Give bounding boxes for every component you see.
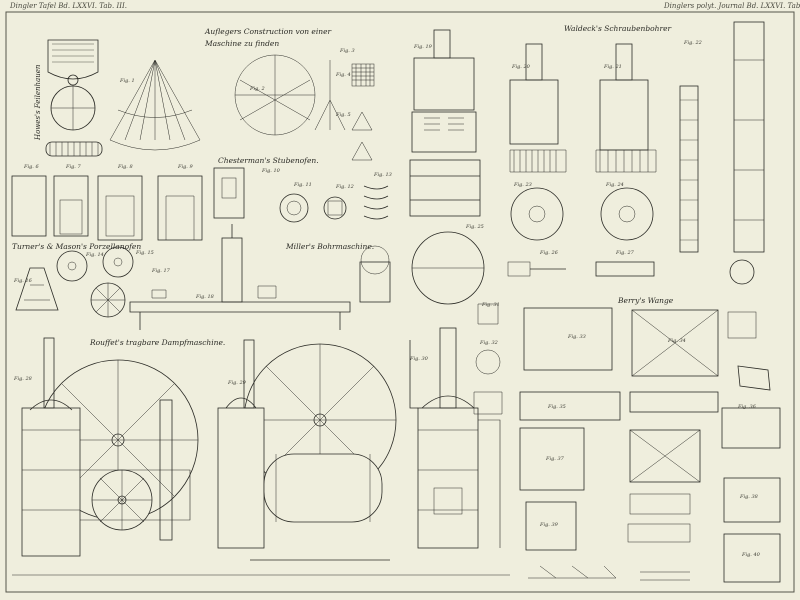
figure-label: Fig. 15 [136, 250, 154, 256]
figure-label: Fig. 23 [514, 182, 532, 188]
figure-label: Fig. 30 [410, 356, 428, 362]
rouffet-figures [21, 303, 503, 561]
figure-label: Fig. 10 [262, 168, 280, 174]
turner-figures [15, 246, 134, 318]
figure-label: Fig. 7 [66, 164, 81, 170]
figure-label: Fig. 40 [742, 552, 760, 558]
caption-chesterman: Chesterman's Stubenofen. [218, 156, 319, 165]
figure-label: Fig. 28 [14, 376, 32, 382]
plate-border [5, 11, 795, 593]
figure-label: Fig. 3 [340, 48, 355, 54]
figure-label: Fig. 26 [540, 250, 558, 256]
caption-auflegers: Auflegers Construction von einer Maschin… [205, 27, 332, 48]
figure-label: Fig. 35 [548, 404, 566, 410]
caption-waldeck: Waldeck's Schraubenbohrer [564, 24, 672, 33]
figure-label: Fig. 11 [294, 182, 312, 188]
caption-berry: Berry's Wange [618, 296, 674, 305]
figure-label: Fig. 13 [374, 172, 392, 178]
figure-label: Fig. 18 [196, 294, 214, 300]
caption-rouffet: Rouffet's tragbare Dampfmaschine. [90, 338, 226, 347]
figure-label: Fig. 33 [568, 334, 586, 340]
figure-label: Fig. 31 [482, 302, 500, 308]
howes-figures [45, 39, 103, 157]
caption-turner: Turner's & Mason's Porzellanofen [12, 242, 142, 251]
figure-label: Fig. 1 [120, 78, 135, 84]
figure-label: Fig. 14 [86, 252, 104, 258]
figure-label: Fig. 17 [152, 268, 170, 274]
figure-label: Fig. 21 [604, 64, 622, 70]
auflegers-figures [109, 54, 375, 161]
plate-header-left: Dingler Tafel Bd. LXXVI. Tab. III. [10, 2, 128, 10]
figure-label: Fig. 16 [14, 278, 32, 284]
figure-label: Fig. 38 [740, 494, 758, 500]
figure-label: Fig. 32 [480, 340, 498, 346]
figure-label: Fig. 24 [606, 182, 624, 188]
figure-label: Fig. 37 [546, 456, 564, 462]
figure-label: Fig. 25 [466, 224, 484, 230]
figure-label: Fig. 2 [250, 86, 265, 92]
figure-label: Fig. 39 [540, 522, 558, 528]
berry-figures [519, 307, 781, 583]
caption-miller: Miller's Bohrmaschine. [286, 242, 375, 251]
figure-label: Fig. 20 [512, 64, 530, 70]
figure-label: Fig. 6 [24, 164, 39, 170]
figure-label: Fig. 22 [684, 40, 702, 46]
figure-label: Fig. 4 [336, 72, 351, 78]
plate-header-right: Dinglers polyt. Journal Bd. LXXVI. Tab. … [664, 2, 800, 10]
waldeck-figures [409, 21, 765, 305]
chesterman-figures [11, 167, 389, 241]
caption-howes: Howes's Feilenhauen [34, 64, 42, 140]
figure-label: Fig. 34 [668, 338, 686, 344]
figure-label: Fig. 5 [336, 112, 351, 118]
figure-label: Fig. 19 [414, 44, 432, 50]
figure-label: Fig. 27 [616, 250, 634, 256]
miller-figures [129, 224, 391, 330]
figure-label: Fig. 12 [336, 184, 354, 190]
figure-label: Fig. 29 [228, 380, 246, 386]
figure-label: Fig. 9 [178, 164, 193, 170]
figure-label: Fig. 36 [738, 404, 756, 410]
figure-label: Fig. 8 [118, 164, 133, 170]
